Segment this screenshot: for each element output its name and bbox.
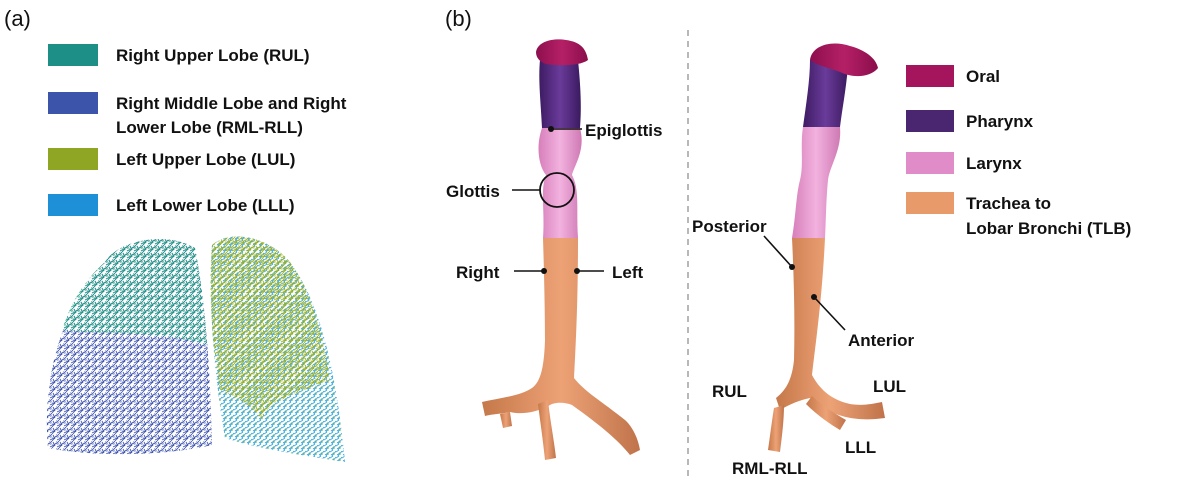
tlb-swatch: [906, 192, 954, 214]
rml-rll-swatch: [48, 92, 98, 114]
lll-swatch: [48, 194, 98, 216]
lobe-legend-label: Left Upper Lobe (LUL): [116, 150, 295, 169]
region-legend-label: Pharynx: [966, 112, 1034, 131]
region-legend-label: Trachea to: [966, 194, 1051, 213]
lobe-legend-label: Lower Lobe (RML-RLL): [116, 118, 303, 137]
lul-label: LUL: [873, 377, 906, 396]
airway-side-view: [768, 44, 885, 452]
epiglottis-label: Epiglottis: [585, 121, 662, 140]
anterior-label: Anterior: [848, 331, 915, 350]
airway-front-view: [482, 39, 640, 460]
left-label: Left: [612, 263, 644, 282]
region-legend-label: Larynx: [966, 154, 1022, 173]
panel-a-label: (a): [4, 6, 31, 31]
pharynx-swatch: [906, 110, 954, 132]
panel-b-label: (b): [445, 6, 472, 31]
lobe-legend-label: Right Middle Lobe and Right: [116, 94, 347, 113]
lobe-legend: Right Upper Lobe (RUL) Right Middle Lobe …: [48, 44, 347, 216]
right-label: Right: [456, 263, 500, 282]
region-legend-label: Lobar Bronchi (TLB): [966, 219, 1131, 238]
lul-swatch: [48, 148, 98, 170]
region-legend-label: Oral: [966, 67, 1000, 86]
rul-label: RUL: [712, 382, 747, 401]
lll-label: LLL: [845, 438, 876, 457]
oral-swatch: [906, 65, 954, 87]
glottis-label: Glottis: [446, 182, 500, 201]
larynx-swatch: [906, 152, 954, 174]
rml-rll-label: RML-RLL: [732, 459, 808, 478]
rul-swatch: [48, 44, 98, 66]
posterior-label: Posterior: [692, 217, 767, 236]
lobe-legend-label: Left Lower Lobe (LLL): [116, 196, 294, 215]
lobe-legend-label: Right Upper Lobe (RUL): [116, 46, 310, 65]
lung-airway-tree-illustration: [47, 237, 345, 462]
